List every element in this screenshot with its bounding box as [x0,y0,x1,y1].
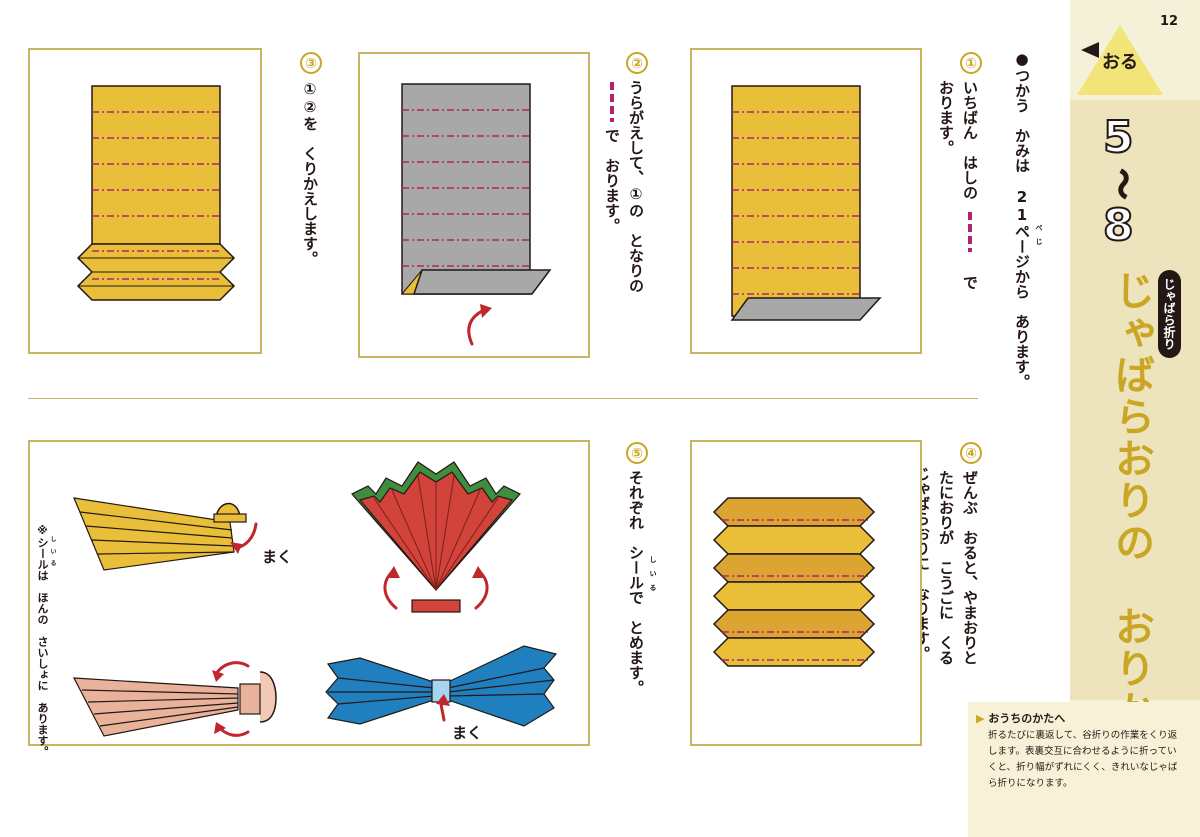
step2-number: ② [626,52,648,74]
step3-text-a: ①②を くりかえします。 [301,80,319,266]
step3-illustration [76,85,236,301]
step4-badge: ④ [960,442,982,464]
step1-text-b: で [961,275,979,290]
title-number-a: 5 [1102,111,1135,164]
step5-ruby: し い る [649,556,657,591]
step2-text-b: で おります。 [603,128,621,233]
section-divider [28,398,978,399]
parent-note-heading: ▶ おうちのかたへ [976,710,1065,726]
fan-illustration [351,461,521,613]
step5-illustration [72,461,558,737]
parent-note-box [968,702,1200,837]
page-number: 12 [1160,14,1179,29]
roll-label-1: まく [262,548,293,566]
tag-label: おる [1102,52,1138,73]
blue-bow-illustration [325,645,558,727]
step1-panel [690,48,922,354]
intro-main-text: ●つかう かみは 21ページから あります。 [1013,50,1031,389]
step4-illustration [712,497,876,667]
step1-text-a: いちばん はしの [961,80,979,200]
step1-number: ① [960,52,982,74]
yellow-strip [73,497,235,571]
step1-badge: ① [960,52,982,74]
intro-ruby: ぺ じ [1035,224,1043,245]
step1-text-c: おります。 [937,80,955,155]
sidebar-title-band [1070,100,1200,700]
step4-panel [690,440,922,746]
step3-badge: ③ [300,52,322,74]
step1-illustration [730,85,882,321]
step5-panel [28,440,590,746]
category-badge: じゃばら折り [1158,270,1181,358]
roll-label-2: まく [452,724,483,742]
parent-note-heading-text: おうちのかたへ [988,712,1066,725]
intro-text: ●つかう かみは 21ページから あります。 [1012,50,1033,389]
step4-text-b: たにおりが こうごに くる [937,470,955,665]
step5-text-a: それぞれ シールで とめます。 [627,470,645,695]
step3-number: ③ [300,52,322,74]
step4-number: ④ [960,442,982,464]
step5-badge: ⑤ [626,442,648,464]
sticker-footnote: ※シールは ほんの さいしょに あります。 [36,524,49,757]
step4-text-a: ぜんぶ おると、やまおりと [961,470,979,665]
step5-number: ⑤ [626,442,648,464]
title-tilde: 〜 [1103,168,1140,200]
step3-panel [28,48,262,354]
title-number-b: 8 [1102,199,1135,252]
step2-illustration [400,83,552,346]
pink-strip [72,677,239,737]
parent-note-body: 折るたびに裏返して、谷折りの作業をくり返します。表裏交互に合わせるように折ってい… [988,730,1178,789]
step1-dash-icon [968,212,972,252]
triangle-bullet-icon: ▶ [976,712,985,725]
step2-dash-icon [610,82,614,122]
page-title: じゃばらおりの おりかた [1108,270,1154,774]
step2-text-a: うらがえして、①の となりの [627,80,645,293]
sticker-footnote-ruby: し い る [49,536,56,566]
step2-panel [358,52,590,358]
tag-triangle-icon [1077,25,1163,95]
step2-badge: ② [626,52,648,74]
